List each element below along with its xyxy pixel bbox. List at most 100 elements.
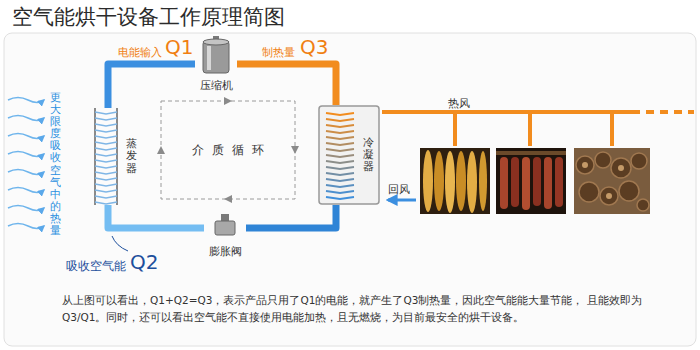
leaf	[479, 151, 487, 211]
mushroom	[619, 181, 639, 201]
coil-fin	[326, 185, 354, 187]
coil-fin	[326, 173, 354, 175]
annotation-label: 吸收空气能	[66, 258, 126, 275]
coil-fin	[326, 119, 354, 121]
sausage	[511, 157, 519, 207]
coil-fin	[326, 179, 354, 181]
mushroom	[631, 153, 647, 169]
valve-body	[215, 221, 235, 235]
panel	[4, 33, 696, 346]
valve-box: 膨胀阀	[204, 214, 246, 259]
component-label: 介质循环	[192, 142, 272, 159]
component-label: 膨胀阀	[209, 244, 242, 259]
duct-dashes	[646, 110, 694, 114]
mushroom	[600, 187, 618, 205]
duct-drop	[528, 112, 532, 146]
sausage	[544, 157, 552, 209]
air-arrow	[8, 116, 44, 121]
coil-fin	[326, 167, 354, 169]
coil-fin	[95, 130, 117, 132]
diagram-title: 空气能烘干设备工作原理简图	[12, 3, 285, 31]
air-arrow	[8, 152, 44, 157]
cycle-box: 介质循环	[160, 100, 296, 200]
mushroom	[579, 182, 599, 202]
coil-fin	[326, 197, 354, 199]
air-arrow	[8, 98, 44, 103]
coil-fin	[326, 131, 354, 133]
mushroom	[576, 156, 594, 174]
photo-ground	[420, 148, 490, 214]
cycle-arrow	[157, 146, 165, 154]
air-arrow	[8, 134, 44, 139]
coil-fin	[95, 118, 117, 120]
mushroom-photo	[574, 148, 650, 214]
rack	[496, 151, 566, 155]
component-label: 蒸发器	[126, 138, 137, 174]
refrigerant-pipe	[108, 64, 195, 108]
photo-ground	[496, 148, 566, 214]
caption-text: 从上图可以看出，Q1+Q2=Q3，表示产品只用了Q1的电能，就产生了Q3制热量，…	[62, 292, 678, 326]
sausage	[522, 157, 530, 210]
coil-fin	[326, 191, 354, 193]
coil-fin	[326, 125, 354, 127]
duct-line	[382, 110, 640, 114]
annotation-label: Q1	[165, 37, 193, 57]
coil-fin	[326, 155, 354, 157]
duct-drop	[610, 112, 614, 146]
coil-fin	[95, 148, 117, 150]
leaf	[467, 151, 477, 213]
air-flow-arrows	[8, 98, 44, 229]
photo-ground	[574, 148, 650, 214]
annotation-label: Q2	[130, 252, 158, 272]
refrigerant-pipe	[108, 205, 204, 228]
coil-fin	[326, 143, 354, 145]
coil-fin	[326, 137, 354, 139]
tobacco-photo	[420, 148, 490, 214]
hot-air-duct	[382, 112, 694, 146]
coil-fin	[326, 149, 354, 151]
air-arrow	[8, 206, 44, 211]
cycle-arrow	[224, 195, 232, 203]
leaf	[445, 151, 455, 213]
air-arrow	[8, 224, 44, 229]
cycle-arrow	[224, 97, 232, 105]
cycle-outline	[161, 101, 295, 199]
mushroom-stem	[582, 162, 588, 168]
coil-fin	[95, 178, 117, 180]
coil-fin	[95, 112, 117, 114]
leader-line	[112, 236, 128, 251]
coil-fin	[95, 160, 117, 162]
annotation-label: 回风	[388, 182, 410, 197]
coil-fin	[95, 172, 117, 174]
annotation-label: 更大限度吸收空气中的热量	[50, 92, 61, 237]
sausage	[555, 157, 563, 207]
coil-fin	[95, 154, 117, 156]
condenser-box: 冷凝器	[318, 105, 380, 205]
coil-fin	[95, 136, 117, 138]
coil-fin	[95, 124, 117, 126]
annotation-label: 热风	[448, 96, 470, 111]
leaf	[434, 151, 444, 211]
leaf	[456, 151, 466, 211]
compressor-body	[203, 41, 229, 73]
sausage-photo	[496, 148, 566, 214]
coil-fin	[326, 113, 354, 115]
refrigerant-pipe	[246, 205, 336, 228]
coil-fin	[95, 184, 117, 186]
evaporator-box: 蒸发器	[92, 108, 143, 205]
component-label: 压缩机	[200, 78, 233, 93]
mushroom	[637, 199, 649, 211]
air-arrow	[8, 188, 44, 193]
compressor-box: 压缩机	[195, 36, 237, 93]
sausage	[500, 157, 508, 209]
annotation-label: 制热量	[262, 45, 295, 60]
mushroom-stem	[606, 193, 612, 199]
annotation-label: Q3	[300, 37, 328, 57]
mushroom	[595, 152, 611, 168]
annotation-label: 电能输入	[118, 45, 162, 60]
duct-drop	[453, 112, 457, 146]
coil-fin	[95, 142, 117, 144]
cycle-arrow	[291, 146, 299, 154]
sausage	[533, 157, 541, 206]
component-label: 冷凝器	[363, 137, 374, 173]
